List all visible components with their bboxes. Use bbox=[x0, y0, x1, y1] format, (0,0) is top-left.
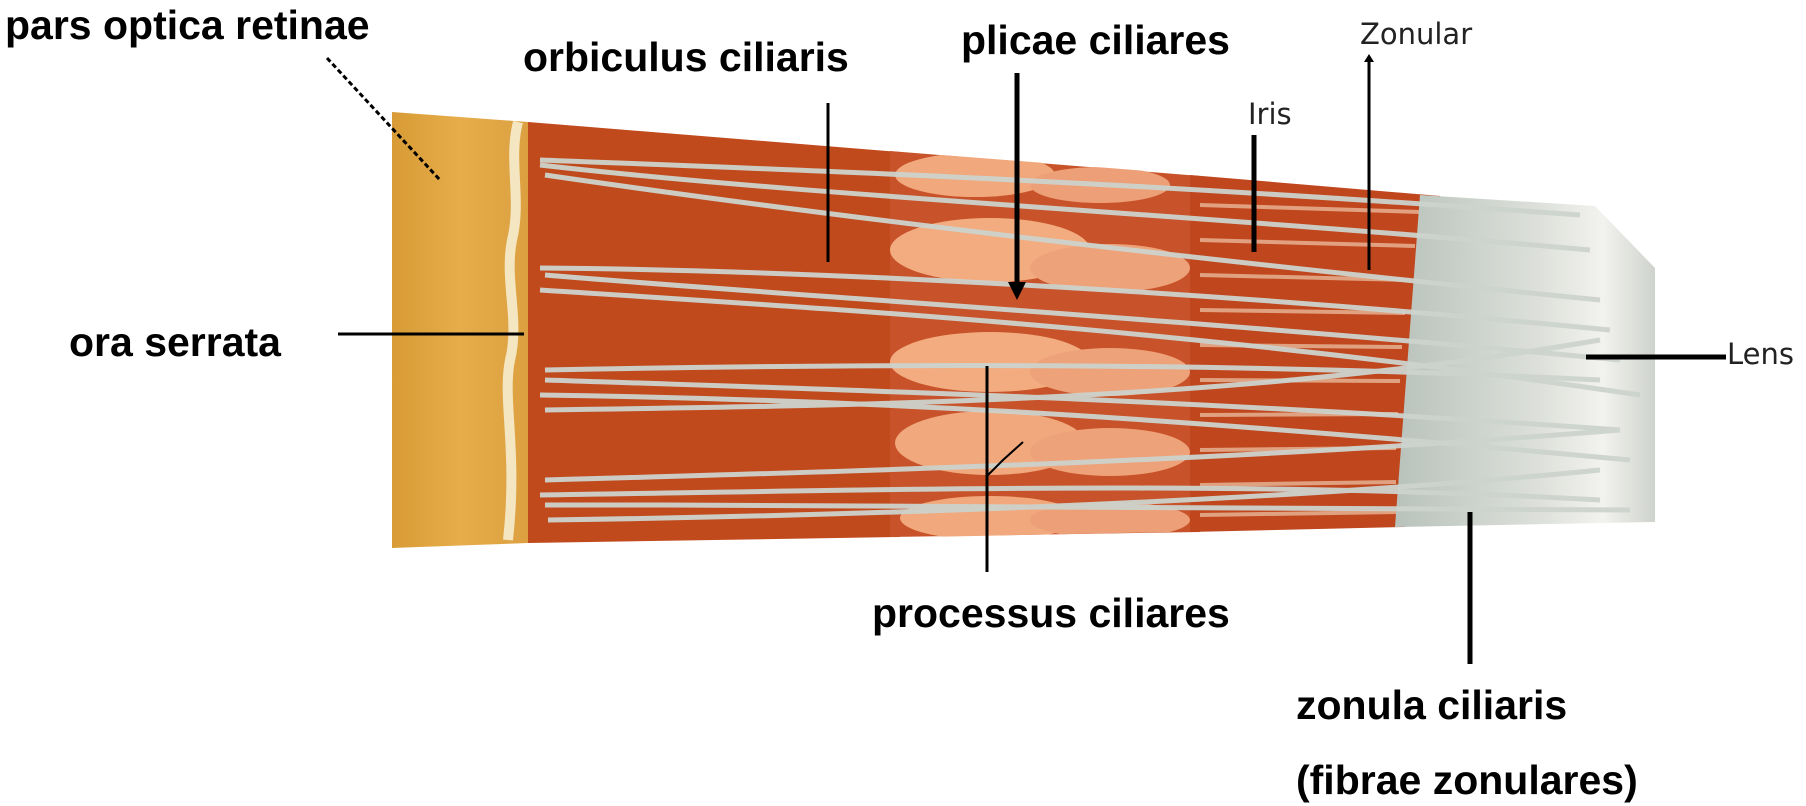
zonular-arrowhead bbox=[1364, 54, 1374, 62]
label-zonula-ciliaris: zonula ciliaris bbox=[1296, 685, 1567, 726]
label-ora-serrata: ora serrata bbox=[69, 322, 281, 363]
label-lens: Lens bbox=[1727, 340, 1794, 369]
label-iris: Iris bbox=[1248, 100, 1292, 129]
label-processus-ciliares: processus ciliares bbox=[872, 593, 1230, 634]
label-zonular: Zonular bbox=[1360, 20, 1472, 49]
label-fibrae-zonulares: (fibrae zonulares) bbox=[1296, 760, 1638, 801]
label-pars-optica-retinae: pars optica retinae bbox=[5, 5, 370, 46]
label-orbiculus-ciliaris: orbiculus ciliaris bbox=[523, 37, 849, 78]
label-plicae-ciliares: plicae ciliares bbox=[961, 20, 1230, 61]
